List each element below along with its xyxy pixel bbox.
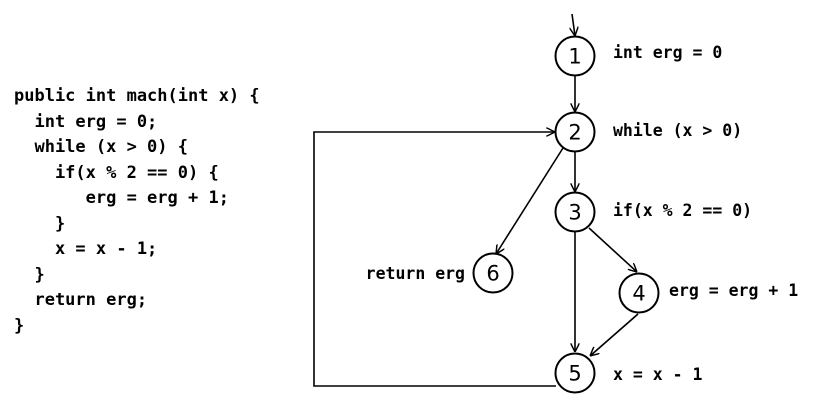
node-4-label: erg = erg + 1: [669, 281, 798, 300]
code-line-3: while (x > 0) {: [14, 137, 188, 157]
node-5: 5 x = x - 1: [554, 352, 702, 394]
node-1: 1 int erg = 0: [554, 35, 722, 77]
node-4-number: 4: [632, 282, 645, 306]
code-line-4: if(x % 2 == 0) {: [14, 162, 219, 183]
node-4: 4 erg = erg + 1: [618, 272, 798, 314]
code-line-1: public int mach(int x) {: [14, 86, 260, 106]
edge-4-5: [590, 313, 639, 356]
edge-3-4: [588, 227, 637, 272]
node-6-circle: [472, 252, 514, 294]
node-1-label: int erg = 0: [613, 43, 722, 62]
code-line-6: }: [14, 213, 66, 234]
code-line-9: return erg;: [14, 290, 148, 310]
node-4-circle: [618, 272, 660, 314]
node-3-circle: [554, 191, 596, 233]
node-3: 3 if(x % 2 == 0): [554, 191, 752, 233]
node-2-label: while (x > 0): [613, 121, 742, 140]
node-5-label: x = x - 1: [613, 365, 702, 384]
node-2: 2 while (x > 0): [554, 111, 742, 153]
node-3-label: if(x % 2 == 0): [613, 201, 752, 220]
node-6-number: 6: [486, 262, 499, 286]
node-1-number: 1: [568, 45, 581, 69]
node-1-circle: [554, 35, 596, 77]
code-line-10: }: [14, 315, 25, 336]
edge-2-6: [496, 147, 564, 254]
code-line-7: x = x - 1;: [14, 239, 158, 259]
code-listing: public int mach(int x) { int erg = 0; wh…: [14, 84, 260, 339]
edge-start-1: [572, 13, 575, 36]
node-6: 6 return erg: [366, 252, 514, 294]
node-5-number: 5: [568, 362, 581, 386]
edge-5-2-loop: [313, 132, 556, 387]
code-line-8: }: [14, 264, 45, 285]
code-line-2: int erg = 0;: [14, 111, 158, 132]
node-6-label: return erg: [366, 264, 465, 283]
node-5-circle: [554, 352, 596, 394]
code-line-5: erg = erg + 1;: [14, 188, 229, 208]
node-2-number: 2: [568, 121, 581, 145]
node-3-number: 3: [568, 201, 581, 225]
node-2-circle: [554, 111, 596, 153]
